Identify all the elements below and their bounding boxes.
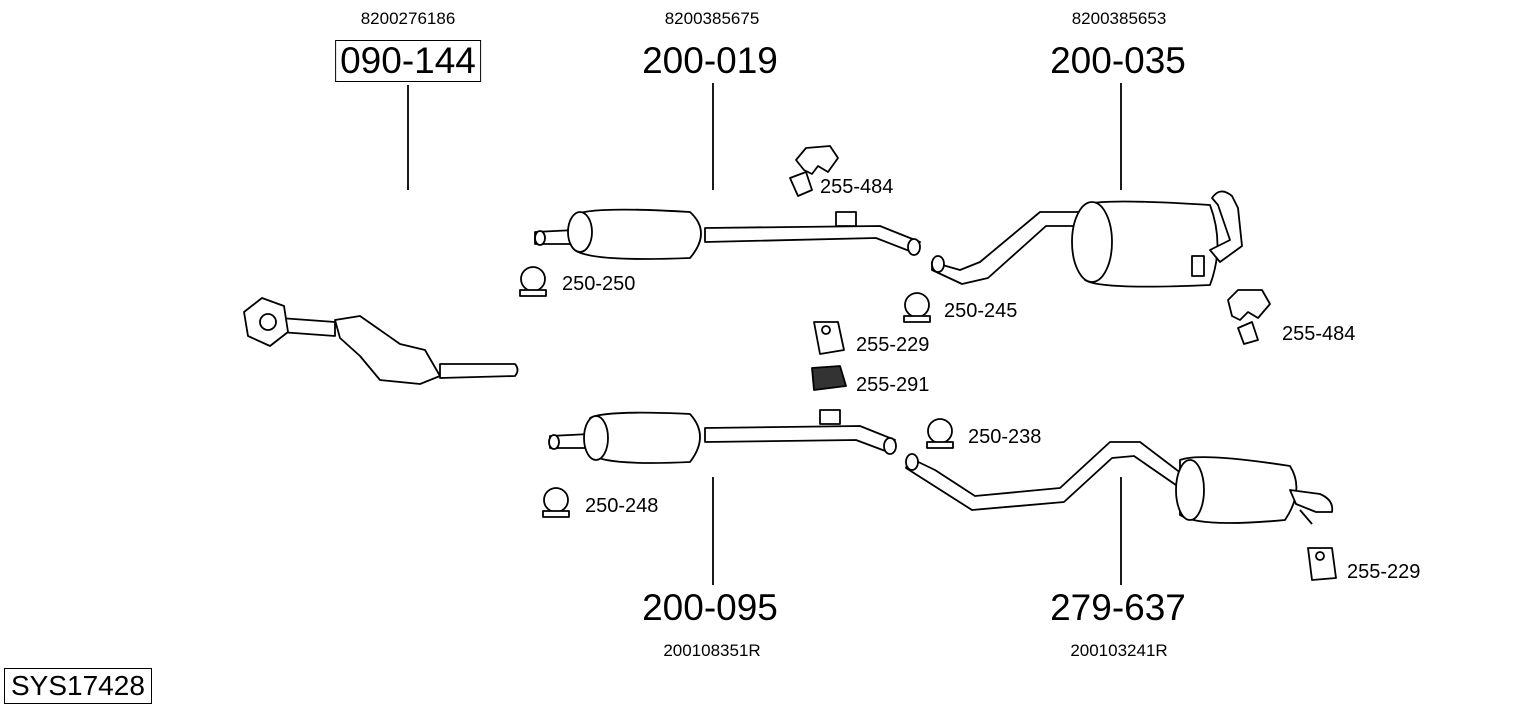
catalytic-converter-drawing <box>243 297 519 385</box>
leader-lines <box>407 83 1122 585</box>
hanger-icons <box>789 145 1337 581</box>
oe-number-200-035: 8200385653 <box>1071 9 1167 28</box>
system-id-label: SYS17428 <box>4 668 152 704</box>
accessory-label[interactable]: 255-484 <box>820 176 894 198</box>
oe-number-200-095: 200108351R <box>663 641 761 660</box>
rear-muffler-279-637-drawing <box>905 441 1334 525</box>
accessory-label[interactable]: 255-484 <box>1282 323 1356 345</box>
accessory-label[interactable]: 250-245 <box>944 300 1018 322</box>
part-number-279-637[interactable]: 279-637 <box>1050 587 1186 628</box>
front-muffler-200-019-drawing <box>534 208 921 260</box>
part-number-200-035[interactable]: 200-035 <box>1050 40 1186 81</box>
accessory-label[interactable]: 250-248 <box>585 495 659 517</box>
accessory-label[interactable]: 250-250 <box>562 273 636 295</box>
accessory-label[interactable]: 255-229 <box>856 334 930 356</box>
accessory-label[interactable]: 250-238 <box>968 426 1042 448</box>
accessory-label[interactable]: 255-291 <box>856 374 930 396</box>
part-number-200-019[interactable]: 200-019 <box>642 40 778 81</box>
accessory-label[interactable]: 255-229 <box>1347 561 1421 583</box>
part-number-200-095[interactable]: 200-095 <box>642 587 778 628</box>
oe-number-200-019: 8200385675 <box>664 9 760 28</box>
oe-number-090-144: 8200276186 <box>360 9 456 28</box>
rear-muffler-200-035-drawing <box>931 190 1243 288</box>
clamp-icons <box>519 266 954 518</box>
part-number-090-144[interactable]: 090-144 <box>335 40 481 82</box>
oe-number-279-637: 200103241R <box>1070 641 1168 660</box>
front-muffler-200-095-drawing <box>548 409 897 464</box>
